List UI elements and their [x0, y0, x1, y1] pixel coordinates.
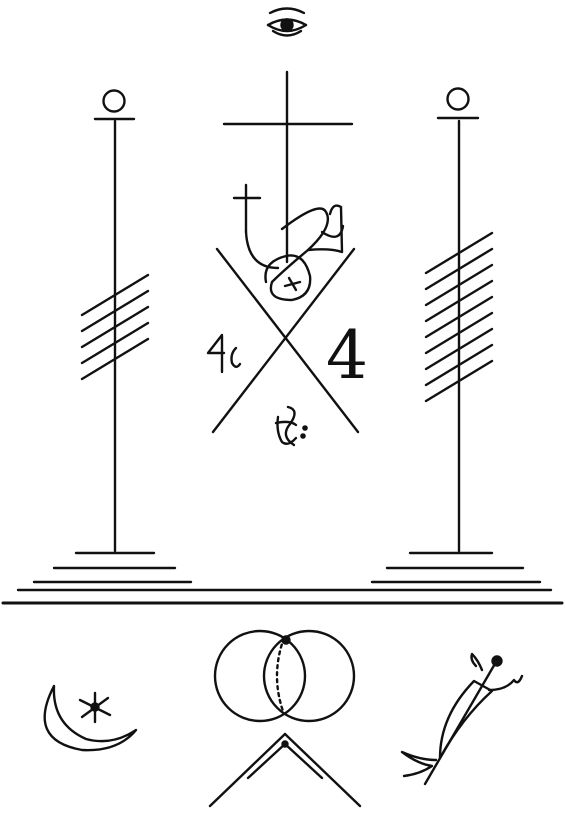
crescent-moon-star-icon: [45, 686, 136, 750]
pillar-cap-circle-icon: [104, 91, 125, 112]
right-pillar: [426, 89, 492, 552]
caduceus-branch-icon: [402, 654, 522, 784]
left-pillar: [82, 91, 148, 552]
vesica-compass-icon: [210, 631, 360, 806]
center-numeral: 4: [326, 317, 368, 394]
pillar-cap-circle-icon: [448, 89, 469, 110]
all-seeing-eye-icon: [268, 9, 306, 36]
sigil-left: [208, 335, 240, 372]
sigil-bottom: [276, 407, 307, 445]
steps: [3, 553, 562, 603]
